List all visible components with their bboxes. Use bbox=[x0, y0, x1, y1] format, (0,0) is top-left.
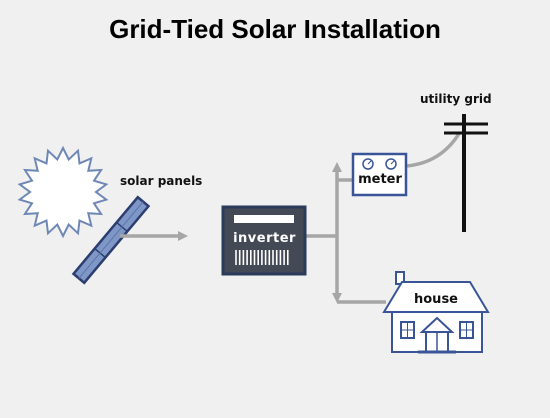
house-label: house bbox=[414, 292, 458, 307]
solar-panels-label: solar panels bbox=[120, 174, 203, 188]
utility-pole-icon bbox=[444, 114, 488, 232]
house-icon bbox=[382, 271, 490, 354]
meter-label: meter bbox=[358, 172, 402, 187]
sun-icon bbox=[17, 145, 109, 239]
diagram-title: Grid-Tied Solar Installation bbox=[109, 14, 441, 44]
inverter-box-icon bbox=[221, 205, 307, 276]
meter-icon bbox=[351, 152, 408, 197]
meter-to-grid-line bbox=[405, 131, 462, 168]
inverter-vent-grille bbox=[235, 250, 289, 265]
solar-panel-icon bbox=[71, 195, 151, 285]
utility-grid-label: utility grid bbox=[420, 92, 492, 106]
connection-lines bbox=[120, 131, 462, 304]
inverter-label: inverter bbox=[233, 231, 296, 246]
